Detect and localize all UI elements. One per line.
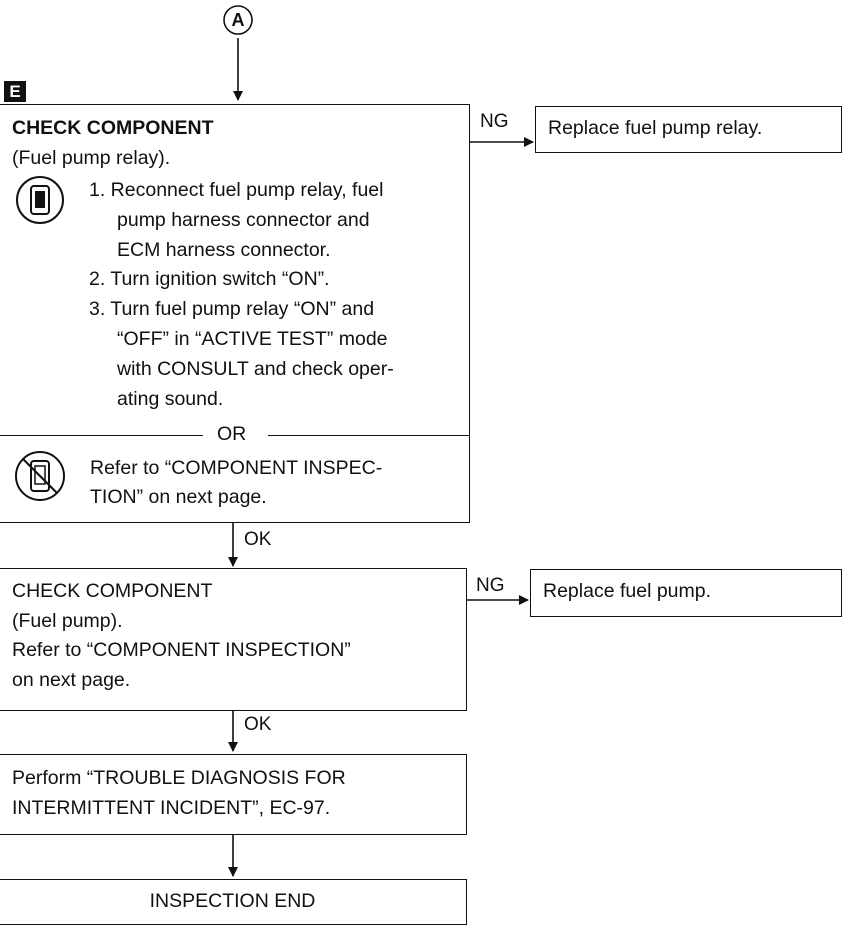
step1-item3-line4: ating sound. (117, 388, 224, 410)
step1-title: CHECK COMPONENT (12, 117, 214, 139)
step1-box (0, 104, 470, 523)
consult-tester-icon (16, 176, 64, 224)
step3-line1: Perform “TROUBLE DIAGNOSIS FOR (12, 767, 346, 789)
step2-ok-label: OK (244, 714, 272, 735)
or-divider-right (268, 435, 470, 436)
step1-ng-action: Replace fuel pump relay. (548, 117, 763, 139)
step1-item2: 2. Turn ignition switch “ON”. (89, 268, 330, 290)
step1-item1-line1: 1. Reconnect fuel pump relay, fuel (89, 179, 384, 201)
step1-item1-line3: ECM harness connector. (117, 239, 331, 261)
step2-ng-action: Replace fuel pump. (543, 580, 712, 602)
step1-ng-label: NG (480, 111, 509, 132)
step-marker: E (4, 81, 26, 102)
step2-line4: on next page. (12, 669, 131, 691)
step3-box (0, 754, 467, 835)
step1-item3-line2: “OFF” in “ACTIVE TEST” mode (117, 328, 388, 350)
connector-circle (223, 5, 253, 35)
step1-item1-line2: pump harness connector and (117, 209, 370, 231)
step1-subtitle: (Fuel pump relay). (12, 147, 171, 169)
step2-ng-box (530, 569, 842, 617)
step1-item3-line3: with CONSULT and check oper- (117, 358, 394, 380)
no-consult-tester-icon (15, 451, 65, 501)
end-label: INSPECTION END (149, 890, 316, 912)
step1-item3-line1: 3. Turn fuel pump relay “ON” and (89, 298, 375, 320)
step1-alt-line1: Refer to “COMPONENT INSPEC- (90, 457, 383, 479)
step1-ng-box (535, 106, 842, 153)
or-label: OR (217, 423, 247, 445)
step2-box (0, 568, 467, 711)
step1-alt-line2: TION” on next page. (90, 486, 267, 508)
step2-line1: CHECK COMPONENT (12, 580, 213, 602)
or-divider-left (0, 435, 203, 436)
end-box (0, 879, 467, 925)
step2-line2: (Fuel pump). (12, 610, 123, 632)
step2-ng-label: NG (476, 575, 505, 596)
step3-line2: INTERMITTENT INCIDENT”, EC-97. (12, 797, 331, 819)
step2-line3: Refer to “COMPONENT INSPECTION” (12, 639, 351, 661)
step1-ok-label: OK (244, 529, 272, 550)
step-marker-letter: E (9, 82, 21, 101)
start-connector-label: A (231, 10, 245, 30)
